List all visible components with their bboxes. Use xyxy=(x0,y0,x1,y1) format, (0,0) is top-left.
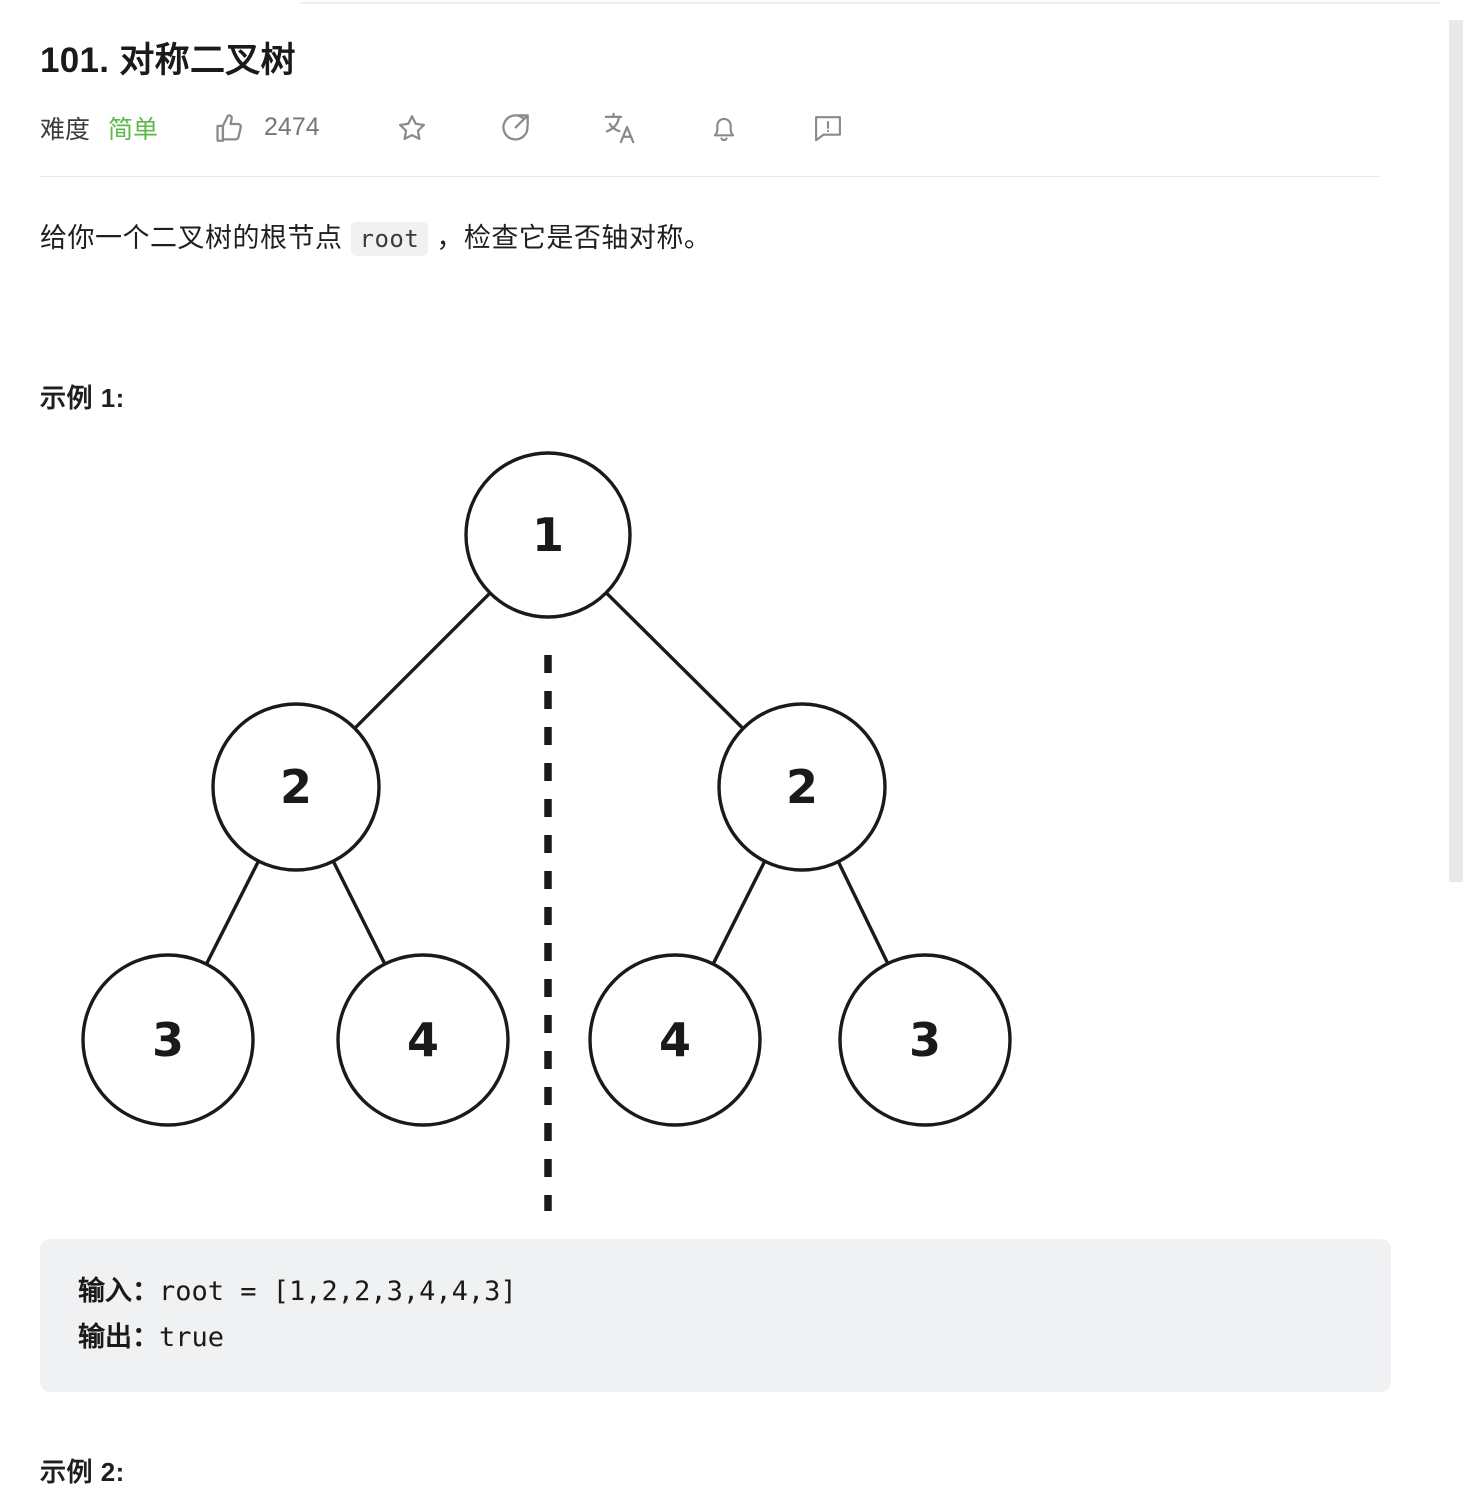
problem-description: 给你一个二叉树的根节点 root ，检查它是否轴对称。 xyxy=(40,217,1390,260)
tree-node: 1 xyxy=(464,450,632,619)
header-divider xyxy=(40,175,1380,177)
feedback-icon[interactable] xyxy=(808,108,848,148)
input-value: root = [1,2,2,3,4,4,3] xyxy=(159,1275,517,1307)
tree-node-value: 1 xyxy=(532,508,564,562)
example-1-heading: 示例 1: xyxy=(40,382,125,413)
tree-node-value: 2 xyxy=(786,760,818,814)
output-value: true xyxy=(159,1322,225,1354)
thumbs-up-icon[interactable] xyxy=(210,108,250,148)
difficulty-label: 难度 xyxy=(40,115,91,144)
tree-node-value: 4 xyxy=(407,1013,439,1067)
like-button[interactable]: 2474 xyxy=(210,108,320,148)
tree-edge xyxy=(204,858,261,967)
problem-description-pane: 101. 对称二叉树 难度 简单 2474 xyxy=(40,41,1391,1487)
bell-icon[interactable] xyxy=(704,108,744,148)
tree-node-value: 4 xyxy=(659,1013,691,1067)
inline-code-root: root xyxy=(350,221,429,256)
tree-node-circle xyxy=(336,952,510,1127)
vertical-scrollbar-track[interactable] xyxy=(1448,0,1465,1510)
output-label: 输出： xyxy=(78,1322,159,1354)
description-text-before: 给你一个二叉树的根节点 xyxy=(40,222,351,253)
vertical-scrollbar-thumb[interactable] xyxy=(1449,20,1463,882)
symmetric-binary-tree-diagram: 1 2 2 3 4 4 3 xyxy=(40,443,1040,1233)
share-icon[interactable] xyxy=(496,108,536,148)
tree-node-value: 2 xyxy=(280,760,312,814)
tree-node: 3 xyxy=(838,952,1012,1127)
tree-node-circle xyxy=(717,701,887,872)
input-label: 输入： xyxy=(78,1275,159,1307)
tree-edge xyxy=(836,858,890,966)
tree-edge xyxy=(710,858,767,967)
tree-node-circle xyxy=(211,701,381,872)
example-1-input-line: 输入：root = [1,2,2,3,4,4,3] xyxy=(78,1269,1391,1315)
tree-edge xyxy=(331,858,388,967)
tree-edge xyxy=(352,590,493,731)
tree-node-circle xyxy=(588,952,762,1127)
like-count: 2474 xyxy=(264,113,320,141)
star-icon[interactable] xyxy=(392,108,432,148)
example-2-heading: 示例 2: xyxy=(40,1456,125,1487)
problem-meta-row: 难度 简单 2474 xyxy=(40,106,1390,150)
tree-node-value: 3 xyxy=(909,1013,941,1067)
top-divider-rule xyxy=(300,2,1440,4)
tree-node: 2 xyxy=(211,701,381,872)
tree-node-circle xyxy=(838,952,1012,1127)
tree-node: 2 xyxy=(717,701,887,872)
example-1-code-block: 输入：root = [1,2,2,3,4,4,3] 输出：true xyxy=(40,1238,1391,1392)
tree-node-circle xyxy=(81,952,255,1127)
tree-node: 4 xyxy=(588,952,762,1127)
difficulty-badge: 简单 xyxy=(108,115,159,144)
tree-nodes: 1 2 2 3 4 4 3 xyxy=(81,450,1012,1127)
tree-svg: 1 2 2 3 4 4 3 xyxy=(81,450,1012,1211)
tree-edge xyxy=(603,590,746,731)
tree-node-circle xyxy=(464,450,632,619)
page-title: 101. 对称二叉树 xyxy=(40,41,296,80)
tree-node: 3 xyxy=(81,952,255,1127)
example-1-output-line: 输出：true xyxy=(78,1315,1391,1361)
tree-edges xyxy=(204,590,890,967)
tree-node-value: 3 xyxy=(152,1013,184,1067)
translate-icon[interactable] xyxy=(600,108,640,148)
tree-node: 4 xyxy=(336,952,510,1127)
description-text-after: ，检查它是否轴对称。 xyxy=(428,222,712,253)
